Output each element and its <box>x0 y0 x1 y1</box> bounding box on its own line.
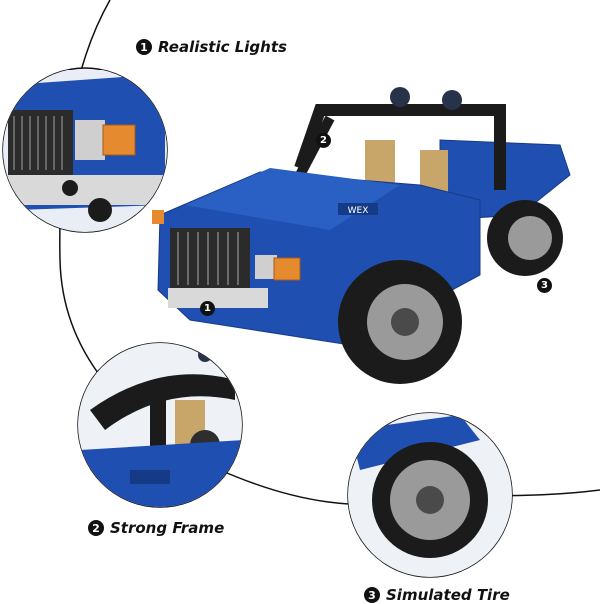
marker-3: 3 <box>537 278 552 293</box>
number-badge: 3 <box>364 587 380 603</box>
feature-text: Realistic Lights <box>158 38 287 56</box>
marker-2: 2 <box>316 133 331 148</box>
zoom-circle-tire <box>347 412 513 578</box>
zoom-circle-lights <box>2 67 168 233</box>
feature-label-tire: 3 Simulated Tire <box>364 586 510 604</box>
feature-text: Strong Frame <box>110 519 225 537</box>
number-badge: 1 <box>136 39 152 55</box>
zoom-circle-frame <box>77 342 243 508</box>
marker-1: 1 <box>200 301 215 316</box>
number-badge: 2 <box>88 520 104 536</box>
feature-text: Simulated Tire <box>386 586 510 604</box>
feature-label-frame: 2 Strong Frame <box>88 519 224 537</box>
feature-label-lights: 1 Realistic Lights <box>136 38 287 56</box>
badge-text: WEX <box>348 206 369 216</box>
main-truck: WEX <box>152 87 571 384</box>
